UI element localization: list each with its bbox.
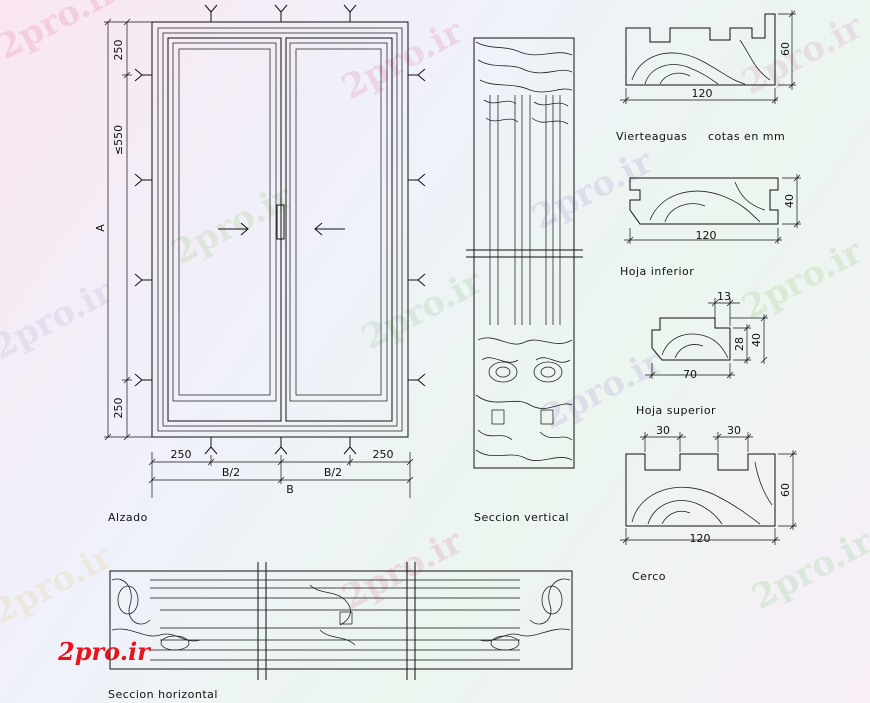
vierteaguas-label: Vierteaguas bbox=[616, 130, 687, 143]
hoja-inferior-width: 120 bbox=[696, 229, 717, 242]
dim-right: 250 bbox=[373, 448, 394, 461]
dim-left: 250 bbox=[171, 448, 192, 461]
hoja-inferior-height: 40 bbox=[783, 194, 796, 208]
watermark: 2pro.ir bbox=[0, 271, 120, 368]
hoja-inferior-profile: 120 40 Hoja inferior bbox=[620, 174, 801, 278]
dim-half-left: B/2 bbox=[222, 466, 240, 479]
watermark: 2pro.ir bbox=[0, 536, 120, 633]
watermark: 2pro.ir bbox=[165, 176, 300, 273]
vierteaguas-profile: 120 60 Vierteaguas cotas en mm bbox=[616, 10, 796, 143]
elevation-label: Alzado bbox=[108, 511, 148, 524]
cerco-width: 120 bbox=[690, 532, 711, 545]
cerco-height: 60 bbox=[779, 483, 792, 497]
hoja-superior-top: 13 bbox=[717, 290, 731, 303]
watermark: 2pro.ir bbox=[0, 0, 125, 68]
dim-height: A bbox=[94, 224, 107, 232]
vierteaguas-height: 60 bbox=[779, 42, 792, 56]
units-note: cotas en mm bbox=[708, 130, 785, 143]
vertical-section-label: Seccion vertical bbox=[474, 511, 569, 524]
dim-top: 250 bbox=[112, 40, 125, 61]
hoja-inferior-label: Hoja inferior bbox=[620, 265, 694, 278]
watermark: 2pro.ir bbox=[335, 521, 470, 618]
site-logo: 2pro.ir bbox=[57, 637, 152, 666]
watermark: 2pro.ir bbox=[335, 11, 470, 108]
horizontal-section-drawing: Seccion horizontal bbox=[108, 562, 573, 701]
cerco-label: Cerco bbox=[632, 570, 666, 583]
watermark: 2pro.ir bbox=[735, 6, 870, 103]
cerco-left-rebate: 30 bbox=[656, 424, 670, 437]
cerco-right-rebate: 30 bbox=[727, 424, 741, 437]
hoja-superior-profile: 13 70 28 40 Hoja superior bbox=[636, 290, 768, 417]
cerco-profile: 30 30 120 60 Cerco bbox=[620, 424, 797, 583]
dim-bottom: 250 bbox=[112, 398, 125, 419]
dim-half-right: B/2 bbox=[324, 466, 342, 479]
hoja-superior-inner: 28 bbox=[733, 337, 746, 351]
watermark: 2pro.ir bbox=[745, 521, 870, 618]
horizontal-section-label: Seccion horizontal bbox=[108, 688, 218, 701]
vertical-section-drawing: Seccion vertical bbox=[466, 37, 583, 524]
watermark: 2pro.ir bbox=[535, 341, 670, 438]
dim-width: B bbox=[286, 483, 294, 496]
elevation-drawing: 250 ≤550 250 A 250 B/2 B/2 250 B Alzado bbox=[94, 4, 426, 524]
hoja-superior-height: 40 bbox=[750, 333, 763, 347]
watermark: 2pro.ir bbox=[735, 231, 870, 328]
dim-middle: ≤550 bbox=[112, 125, 125, 155]
vierteaguas-width: 120 bbox=[692, 87, 713, 100]
hoja-superior-label: Hoja superior bbox=[636, 404, 716, 417]
hoja-superior-width: 70 bbox=[683, 368, 697, 381]
watermarks: 2pro.ir 2pro.ir 2pro.ir 2pro.ir 2pro.ir … bbox=[0, 0, 870, 633]
